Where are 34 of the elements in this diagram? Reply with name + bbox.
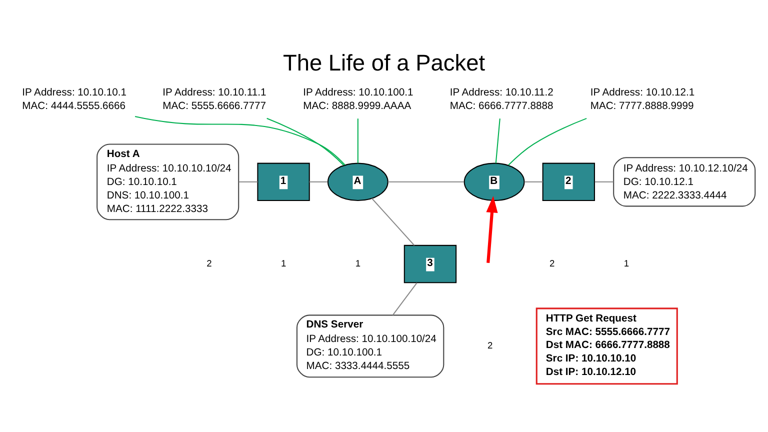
node-text: IP Address: 10.10.11.1 MAC: 5555.6666.7777 bbox=[162, 88, 266, 112]
node-box: IP Address: 10.10.12.10/24 DG: 10.10.12.1 MAC: 2222.3333.4444 bbox=[613, 157, 756, 207]
node-text: IP Address: 10.10.10.1 MAC: 4444.5555.6666 bbox=[22, 88, 127, 112]
node-box: 2 bbox=[542, 162, 595, 202]
connector bbox=[388, 181, 464, 182]
connector bbox=[357, 118, 358, 164]
label: 2 bbox=[488, 340, 493, 350]
label: 2 bbox=[550, 258, 555, 268]
node-ellipse: B bbox=[464, 162, 525, 202]
label: 1 bbox=[355, 258, 360, 268]
label: 1 bbox=[624, 258, 630, 268]
node-box: DNS Server IP Address: 10.10.100.10/24 DG: 10.10.100.1 MAC: 3333.4444.5555 bbox=[296, 314, 444, 378]
node-box: 1 bbox=[257, 162, 310, 202]
node-box: 3 bbox=[404, 244, 457, 284]
node-text: IP Address: 10.10.100.1 MAC: 8888.9999.AAAA bbox=[303, 88, 414, 112]
node-box: HTTP Get Request Src MAC: 5555.6666.7777 Dst MAC: 6666.7777.8888 Src IP: 10.10.10.10 Dst IP: 10.10.12.10 bbox=[536, 308, 678, 385]
connector bbox=[371, 198, 415, 246]
label: 2 bbox=[206, 258, 212, 268]
connector bbox=[392, 282, 418, 316]
connector bbox=[134, 116, 346, 166]
connector bbox=[238, 181, 258, 182]
connector bbox=[309, 181, 328, 182]
arrow bbox=[486, 196, 498, 264]
connector bbox=[524, 181, 543, 182]
diagram-title: The Life of a Packet bbox=[282, 49, 486, 76]
node-ellipse: A bbox=[327, 162, 388, 202]
connector bbox=[266, 118, 344, 166]
node-text: IP Address: 10.10.12.1 MAC: 7777.8888.9999 bbox=[590, 88, 695, 112]
connector bbox=[594, 181, 614, 182]
node-text: IP Address: 10.10.11.2 MAC: 6666.7777.8888 bbox=[450, 88, 554, 112]
label: 1 bbox=[280, 258, 286, 268]
node-box: Host A IP Address: 10.10.10.10/24 DG: 10.10.10.1 DNS: 10.10.100.1 MAC: 1111.2222.3333 bbox=[96, 144, 240, 220]
connector bbox=[495, 118, 500, 164]
connector bbox=[508, 118, 587, 166]
